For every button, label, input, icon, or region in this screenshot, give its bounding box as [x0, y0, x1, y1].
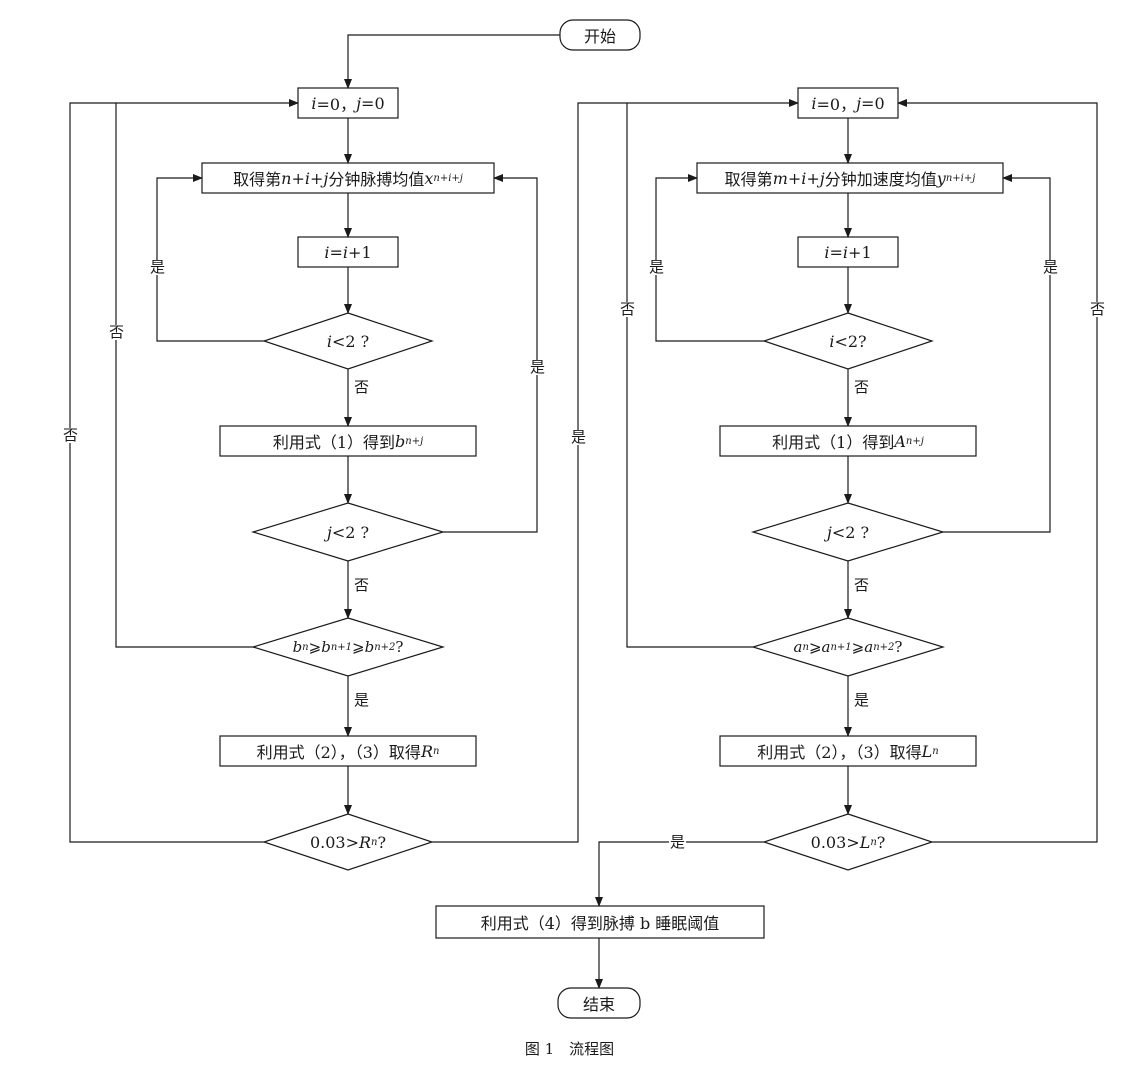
left-cond-r-yes-label: 是 — [570, 428, 588, 446]
left-cond-j-label: j<2 ? — [326, 522, 370, 542]
edge-right-cond-j-yes — [943, 174, 1051, 533]
right-cond-i-no-label: 否 — [853, 378, 871, 396]
start-label: 开始 — [583, 27, 616, 46]
left-cond-r-no-label: 否 — [62, 426, 80, 444]
right-cond-i-yes-label: 是 — [648, 258, 666, 276]
edge-right-cond-a-no — [626, 103, 753, 648]
left-cond-j-yes-label: 是 — [529, 358, 547, 376]
right-init-label: i=0，j=0 — [811, 93, 885, 115]
edge-left-cond-r-no — [69, 102, 264, 843]
edge-start-to-left-init — [344, 34, 560, 89]
left-cond-r-diamond — [262, 813, 434, 871]
right-cond-i-label: i<2? — [829, 331, 867, 351]
right-cond-j-label: j<2 ? — [826, 522, 870, 542]
left-cond-i-yes-label: 是 — [149, 258, 167, 276]
figure-caption: 图 1 流程图 — [524, 1040, 615, 1058]
right-cond-l-diamond — [762, 813, 934, 871]
edge-left-cond-j-yes — [443, 174, 538, 533]
left-cond-i-label: i<2 ? — [326, 331, 370, 351]
left-init-label: i=0，j=0 — [311, 93, 385, 115]
right-cond-l-no-label: 否 — [1089, 300, 1107, 318]
edge-right-cond-l-yes — [595, 841, 764, 907]
left-incr-label: i=i+1 — [324, 242, 372, 262]
edge-right-cond-l-no — [897, 99, 1098, 843]
right-cond-j-yes-label: 是 — [1042, 258, 1060, 276]
right-cond-j-no-label: 否 — [853, 576, 871, 594]
left-cond-j-no-label: 否 — [353, 576, 371, 594]
edge-left-cond-r-yes — [432, 99, 799, 843]
edge-left-cond-i-yes — [156, 174, 264, 342]
right-cond-a-yes-label: 是 — [853, 691, 871, 709]
final-label: 利用式（4）得到脉搏 b 睡眠阈值 — [480, 914, 720, 933]
edge-left-cond-b-no — [115, 99, 299, 648]
right-cond-l-yes-label: 是 — [669, 833, 687, 851]
left-cond-b-yes-label: 是 — [353, 691, 371, 709]
left-cond-b-no-label: 否 — [108, 323, 126, 341]
right-incr-label: i=i+1 — [824, 242, 872, 262]
edge-right-cond-i-yes — [655, 174, 764, 342]
end-label: 结束 — [582, 995, 615, 1014]
left-cond-i-no-label: 否 — [353, 378, 371, 396]
right-cond-a-no-label: 否 — [619, 300, 637, 318]
